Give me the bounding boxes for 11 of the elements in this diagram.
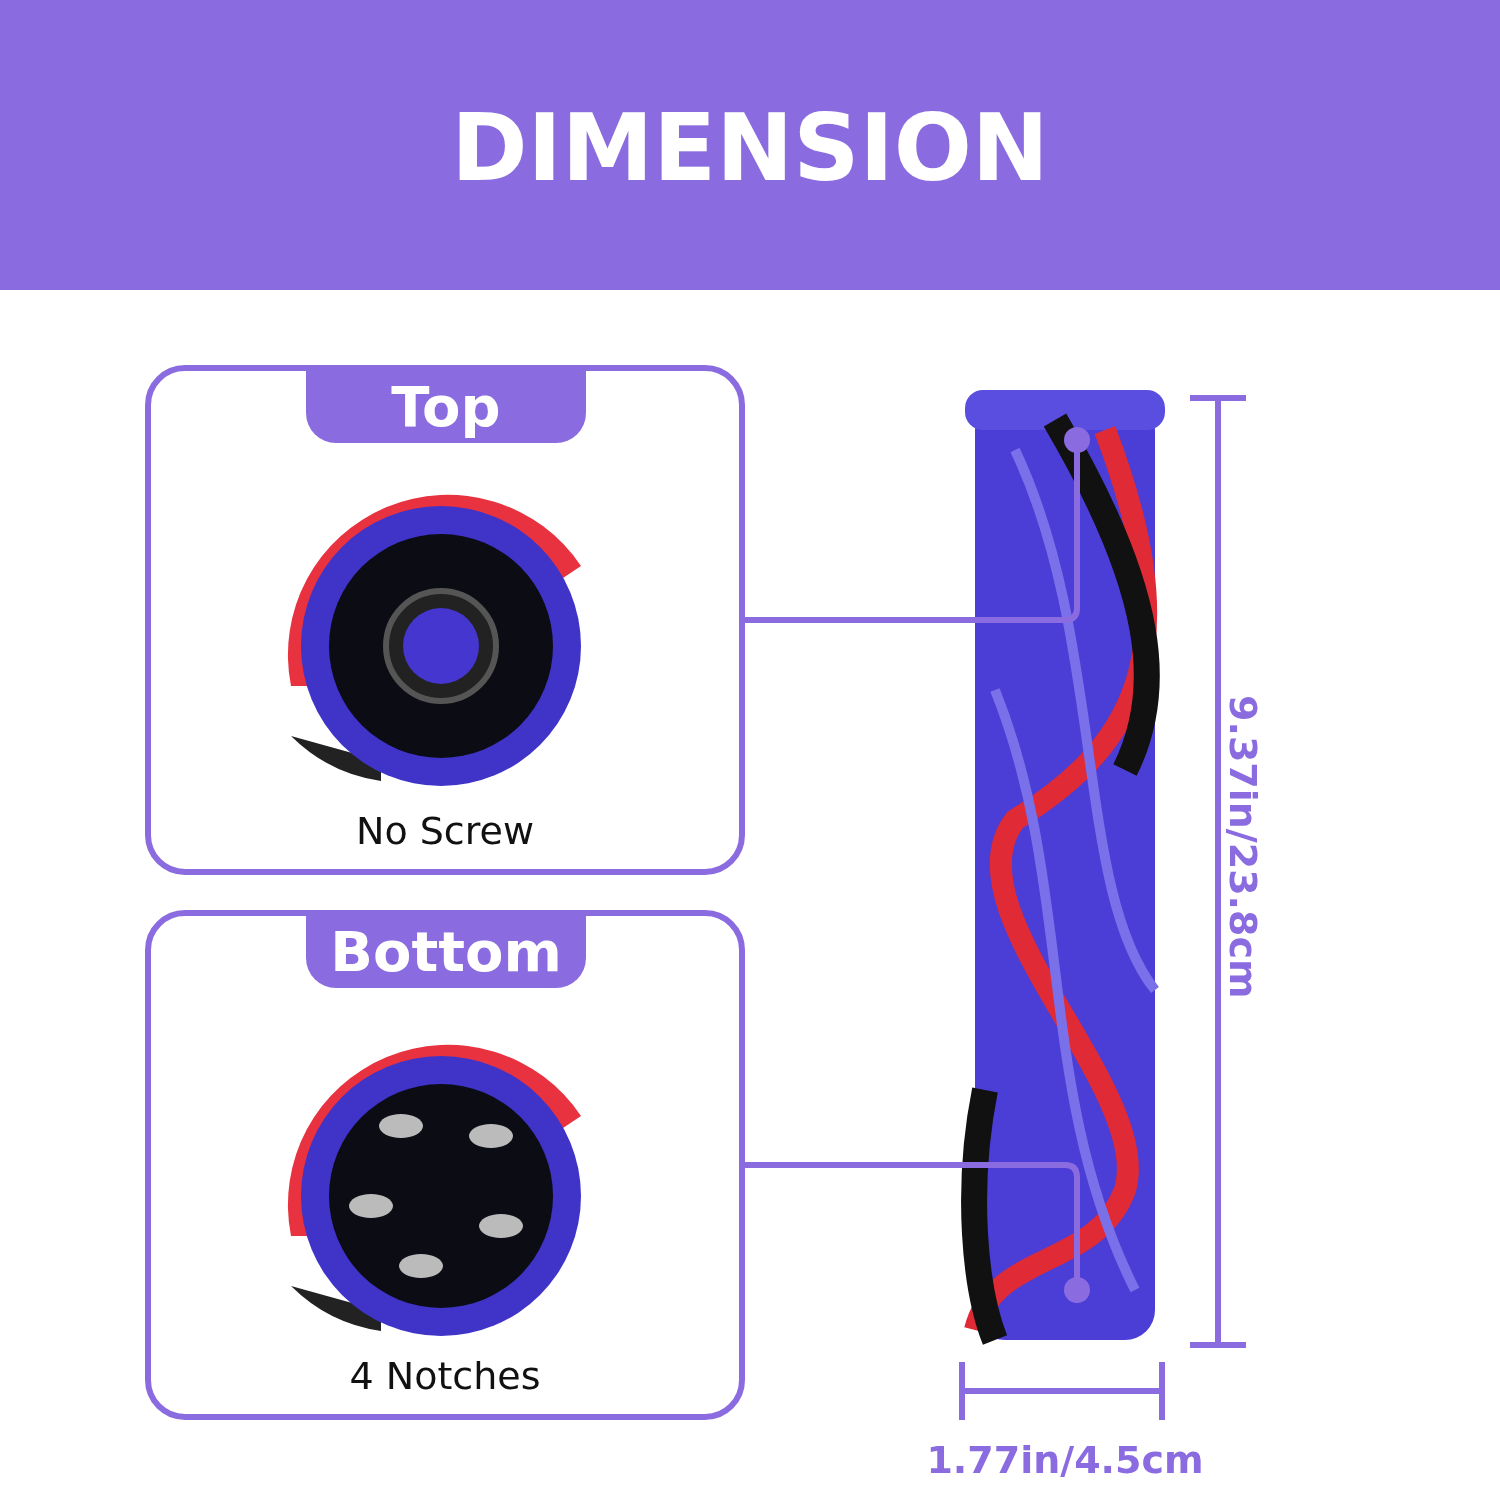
- dimension-label: 9.37in/23.8cm: [1221, 695, 1265, 999]
- dimension-label: 1.77in/4.5cm: [925, 1438, 1205, 1482]
- view-label: No Screw: [355, 809, 535, 853]
- panel-heading-tab: Top: [306, 371, 586, 443]
- panel-heading-tab: Bottom: [306, 916, 586, 988]
- title: DIMENSION: [450, 95, 1050, 202]
- leader-line: [745, 427, 1090, 623]
- leader-line: [745, 1162, 1090, 1303]
- view-panel: [145, 365, 745, 875]
- view-label: 4 Notches: [348, 1354, 542, 1398]
- view-panel: [145, 910, 745, 1420]
